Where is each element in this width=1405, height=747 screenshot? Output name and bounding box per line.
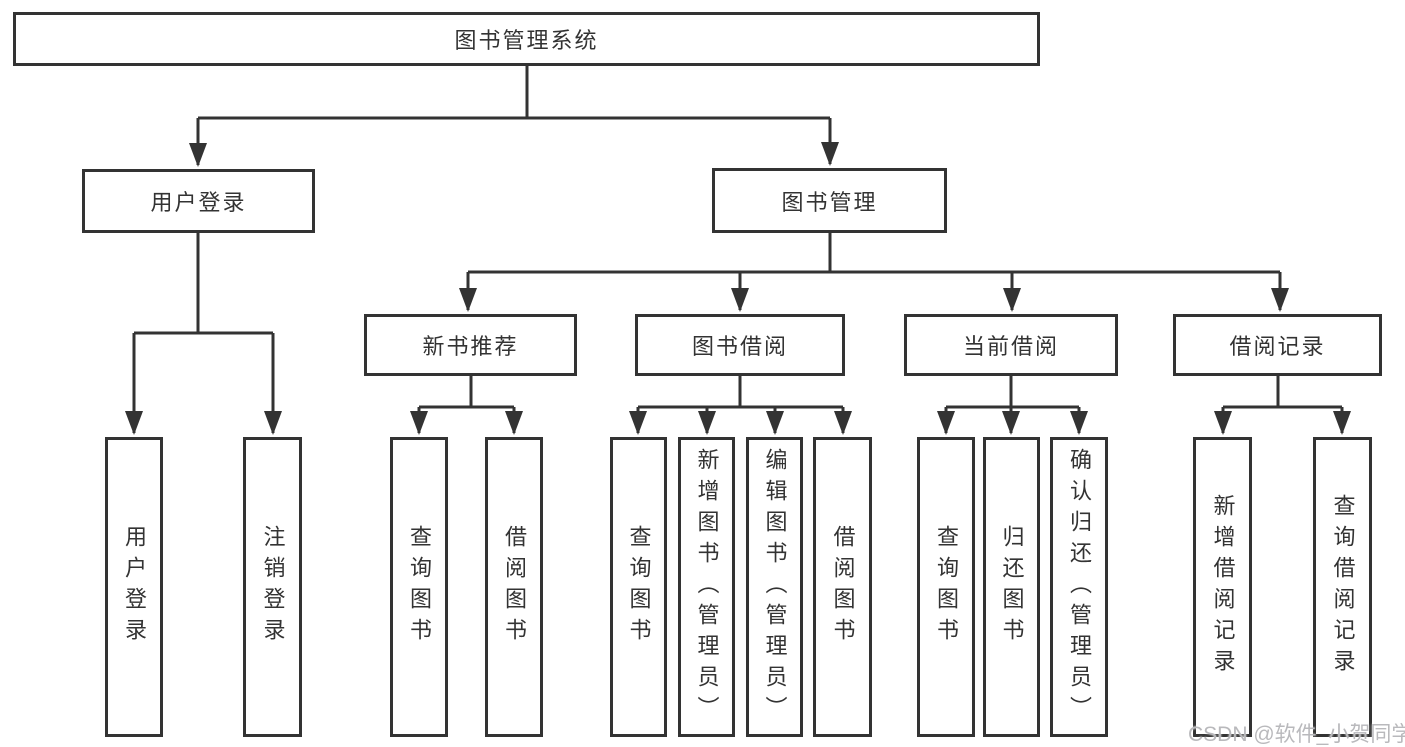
connector-current-borrowing-to-leaves [937,376,1088,435]
node-book-management: 图书管理 [712,168,947,233]
leaf-label: 借阅图书 [830,525,856,649]
leaf-label: 查询图书 [407,525,432,649]
node-label: 借阅记录 [1229,334,1326,359]
csdn-watermark: CSDN @软件_小贺同学 [1188,723,1405,746]
node-label: 用户登录 [150,190,247,215]
node-new-book-recommendation: 新书推荐 [364,314,577,376]
leaf-return-books: 归还图书 [983,437,1040,737]
leaf-query-books-borrowing: 查询图书 [610,437,667,737]
leaf-label: 查询图书 [934,525,959,649]
leaf-query-books-current: 查询图书 [917,437,975,737]
connector-book-management-to-level3 [459,233,1289,312]
node-label: 图书管理 [781,189,878,215]
connector-root-to-level2 [189,66,839,167]
leaf-label: 注销登录 [260,525,286,649]
leaf-label: 新增图书（管理员） [694,447,720,727]
leaf-query-borrow-record: 查询借阅记录 [1313,437,1372,737]
connector-user-login-to-leaves [125,233,282,435]
leaf-label: 编辑图书（管理员） [762,447,788,727]
leaf-label: 归还图书 [999,525,1025,649]
leaf-label: 确认归还（管理员） [1067,447,1092,727]
connector-new-book-to-leaves [410,376,523,435]
node-current-borrowing: 当前借阅 [904,314,1118,376]
leaf-confirm-return-admin: 确认归还（管理员） [1050,437,1108,737]
leaf-add-books-admin: 新增图书（管理员） [678,437,735,737]
node-borrowing-records: 借阅记录 [1173,314,1382,376]
node-library-management-system: 图书管理系统 [13,12,1040,66]
leaf-label: 借阅图书 [502,525,527,649]
leaf-borrow-books: 借阅图书 [813,437,872,737]
connector-book-borrowing-to-leaves [629,376,852,435]
leaf-add-borrow-record: 新增借阅记录 [1193,437,1252,737]
node-label: 新书推荐 [422,334,519,359]
node-label: 图书管理系统 [454,28,599,53]
connector-borrow-records-to-leaves [1214,376,1351,435]
leaf-logout: 注销登录 [243,437,302,737]
leaf-label: 新增借阅记录 [1210,494,1236,680]
node-user-login: 用户登录 [82,169,315,233]
leaf-label: 查询图书 [626,525,652,649]
leaf-label: 用户登录 [122,525,147,649]
node-book-borrowing: 图书借阅 [635,314,845,376]
node-label: 当前借阅 [962,334,1059,359]
node-label: 图书借阅 [691,334,788,359]
leaf-user-login: 用户登录 [105,437,163,737]
leaf-query-books-recommend: 查询图书 [390,437,448,737]
leaf-edit-books-admin: 编辑图书（管理员） [746,437,803,737]
leaf-label: 查询借阅记录 [1330,494,1356,680]
leaf-borrow-books-recommend: 借阅图书 [485,437,543,737]
